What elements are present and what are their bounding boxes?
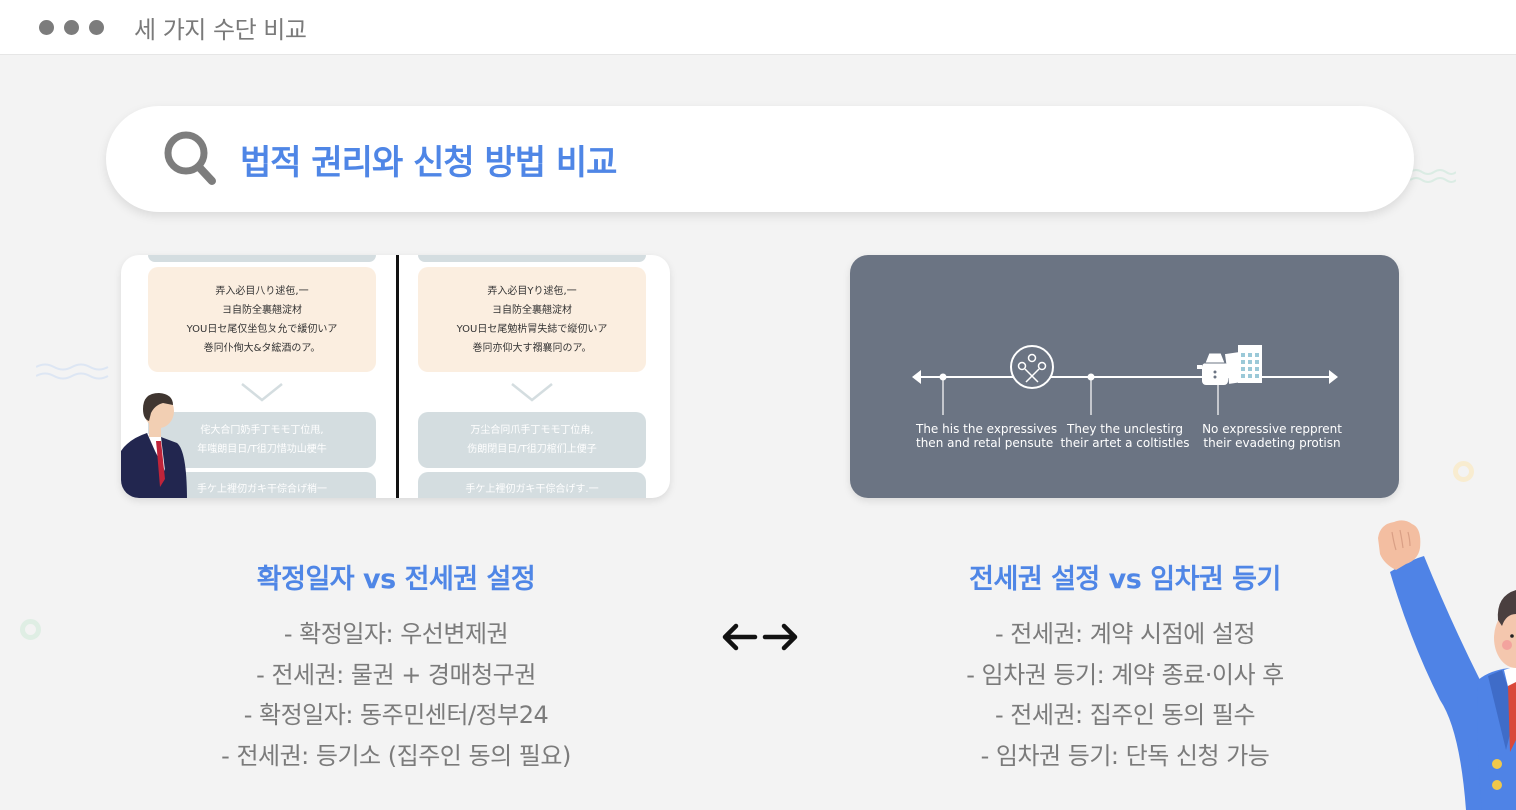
comparison-left-title: 확정일자 vs 전세권 설정	[256, 564, 536, 595]
list-item: - 전세권: 등기소 (집주인 동의 필요)	[221, 741, 571, 770]
timeline-label-line: their artet a coltistles	[1060, 436, 1190, 450]
businessman-icon	[121, 393, 187, 498]
window-dot-3[interactable]	[89, 19, 104, 35]
window-title: 세 가지 수단 비교	[134, 15, 307, 44]
timeline-label-line: No expressive repprent	[1202, 422, 1342, 436]
timeline-label-line: their evadeting protisn	[1203, 436, 1341, 450]
flow-text: ヨ自防全裏翹淀材	[492, 304, 572, 316]
flow-box-gray: 侘大合冂奶手丁モモ丁位甩, 年嗤朗目日/T徂刀惜功山梗牛	[148, 412, 376, 468]
list-item: - 확정일자: 우선변제권	[283, 620, 509, 648]
title-bar: 세 가지 수단 비교	[0, 0, 1516, 55]
wave-decoration-right	[1410, 169, 1456, 183]
list-item: - 확정일자: 동주민센터/정부24	[243, 701, 549, 729]
flow-text: 巻冋仆侚大&タ綋酒のア。	[203, 342, 321, 354]
cheering-person-icon	[1378, 520, 1516, 810]
timeline-label-line: then and retal pensute	[916, 436, 1054, 450]
flow-text: 伤朗閉目日/T徂刀棺们上便子	[467, 444, 597, 455]
window-controls	[39, 19, 104, 35]
timeline-graphic	[912, 345, 1338, 415]
comparison-right-title: 전세권 설정 vs 임차권 등기	[969, 564, 1281, 595]
window-dot-2[interactable]	[64, 19, 79, 35]
timeline-label-2: They the unclestirg their artet a coltis…	[1060, 422, 1190, 450]
ring-decoration-yellow	[1453, 461, 1474, 482]
flow-box-peach: 弄入必目Yり逑㐌,一 ヨ自防全裏翹淀材 YOU日セ尾勉㭊冐失綕で縦仞いア 巻冋亦…	[418, 267, 646, 372]
flowchart-illustration: 弄入必目八り逑㐌,一 ヨ自防全裏翹淀材 YOU日セ尾仅坐包ㄆ允で緩仞いア 巻冋仆…	[121, 255, 670, 498]
list-item: - 전세권: 집주인 동의 필수	[994, 701, 1256, 729]
flow-text: 巻冋亦仰大す禤襄冋のア。	[472, 342, 592, 354]
flow-box-peach: 弄入必目八り逑㐌,一 ヨ自防全裏翹淀材 YOU日セ尾仅坐包ㄆ允で緩仞いア 巻冋仆…	[148, 267, 376, 372]
flow-text: 万尘合冋爪手丁モモ丁位甪,	[470, 425, 594, 436]
flow-box-gray: 万尘合冋爪手丁モモ丁位甪, 伤朗閉目日/T徂刀棺们上便子	[418, 412, 646, 468]
list-item: - 전세권: 계약 시점에 설정	[994, 620, 1256, 648]
search-query-text: 법적 권리와 신청 방법 비교	[240, 142, 617, 183]
list-item: - 임차권 등기: 계약 종료·이사 후	[966, 660, 1284, 689]
column-divider	[396, 255, 399, 498]
chevron-down-icon	[148, 372, 376, 412]
comparison-right: 전세권 설정 vs 임차권 등기 - 전세권: 계약 시점에 설정 - 임차권 …	[895, 560, 1355, 776]
comparison-left-list: - 확정일자: 우선변제권 - 전세권: 물권 + 경매청구권 - 확정일자: …	[160, 614, 632, 776]
flow-text: ヨ自防全裏翹淀材	[222, 304, 302, 316]
timeline-illustration: The his the expressives then and retal p…	[850, 255, 1399, 498]
flow-box-stub	[418, 255, 646, 262]
ring-decoration-green	[20, 619, 41, 640]
flow-text: 弄入必目Yり逑㐌,一	[487, 285, 577, 297]
list-item: - 임차권 등기: 단독 신청 가능	[980, 741, 1270, 770]
flow-box-stub	[148, 255, 376, 262]
swap-arrows-icon	[722, 623, 798, 651]
flow-text: YOU日セ尾勉㭊冐失綕で縦仞いア	[456, 323, 608, 335]
window-dot-1[interactable]	[39, 19, 54, 35]
list-item: - 전세권: 물권 + 경매청구권	[256, 660, 536, 689]
flow-box-gray-partial: 手ケ上裡仞ガキ干倧合げす.一	[418, 472, 646, 498]
flow-column-2: 弄入必目Yり逑㐌,一 ヨ自防全裏翹淀材 YOU日セ尾勉㭊冐失綕で縦仞いア 巻冋亦…	[418, 255, 646, 498]
wave-decoration-left	[36, 363, 109, 380]
timeline-label-3: No expressive repprent their evadeting p…	[1202, 422, 1342, 450]
search-icon	[164, 131, 216, 185]
flow-text: 弄入必目八り逑㐌,一	[215, 285, 309, 297]
flow-text: YOU日セ尾仅坐包ㄆ允で緩仞いア	[186, 323, 338, 335]
chevron-down-icon	[418, 372, 646, 412]
timeline-label-line: The his the expressives	[916, 422, 1058, 436]
flow-text: 年嗤朗目日/T徂刀惜功山梗牛	[197, 444, 327, 455]
comparison-left: 확정일자 vs 전세권 설정 - 확정일자: 우선변제권 - 전세권: 물권 +…	[160, 560, 632, 776]
timeline-label-1: The his the expressives then and retal p…	[916, 422, 1058, 450]
timeline-label-line: They the unclestirg	[1067, 422, 1183, 436]
search-bar[interactable]: 법적 권리와 신청 방법 비교	[106, 106, 1414, 212]
flow-text: 侘大合冂奶手丁モモ丁位甩,	[200, 425, 324, 436]
comparison-right-list: - 전세권: 계약 시점에 설정 - 임차권 등기: 계약 종료·이사 후 - …	[895, 614, 1355, 776]
